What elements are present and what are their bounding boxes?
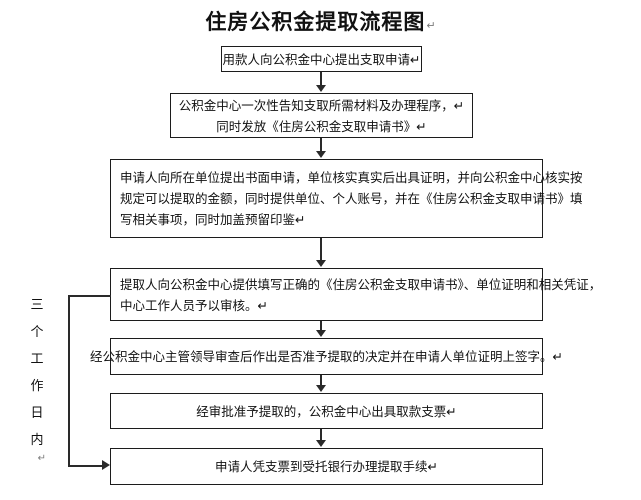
- flow-node-2-line-1: 公积金中心一次性告知支取所需材料及办理程序，↵: [178, 97, 465, 113]
- connector-2-3: [320, 138, 322, 152]
- flow-node-3-line-3: 写相关事项，同时加盖预留印鉴↵: [120, 212, 306, 227]
- arrow-down-icon: [316, 330, 326, 337]
- paragraph-mark-icon: ↵: [426, 19, 436, 32]
- arrow-down-icon: [316, 260, 326, 267]
- side-label-char-4: 作: [30, 379, 44, 394]
- flow-node-7: 申请人凭支票到受托银行办理提取手续↵: [110, 448, 543, 485]
- side-label-three-working-days: 三 个 工 作 日 内 ↵: [26, 292, 48, 464]
- page-title-text: 住房公积金提取流程图: [205, 10, 426, 34]
- connector-5-6: [320, 375, 322, 386]
- side-label-char-1: 三: [30, 298, 44, 313]
- arrow-down-icon: [316, 385, 326, 392]
- flow-node-3-line-1: 申请人向所在单位提出书面申请，单位核实真实后出具证明，并向公积金中心核实按: [120, 170, 583, 185]
- bracket-top-segment: [68, 295, 111, 297]
- page-title: 住房公积金提取流程图↵: [0, 6, 641, 36]
- flow-node-6-line-1: 经审批准予提取的，公积金中心出具取款支票↵: [196, 403, 457, 419]
- flow-node-4: 提取人向公积金中心提供填写正确的《住房公积金支取申请书》、单位证明和相关凭证， …: [110, 268, 601, 321]
- side-label-char-5: 日: [30, 406, 44, 421]
- flow-node-5-line-1: 经公积金中心主管领导审查后作出是否准予提取的决定并在申请人单位证明上签字。↵: [90, 349, 563, 364]
- flow-node-6: 经审批准予提取的，公积金中心出具取款支票↵: [110, 393, 543, 429]
- flow-node-7-line-1: 申请人凭支票到受托银行办理提取手续↵: [215, 459, 438, 474]
- flow-node-4-line-2: 中心工作人员予以审核。↵: [120, 297, 268, 313]
- connector-1-2: [320, 72, 322, 87]
- side-label-char-2: 个: [30, 325, 44, 340]
- arrow-down-icon: [316, 85, 326, 92]
- flow-node-1: 用款人向公积金中心提出支取申请↵: [221, 46, 422, 72]
- connector-6-7: [320, 429, 322, 441]
- bracket-bottom-segment: [68, 465, 104, 467]
- flow-node-4-line-1: 提取人向公积金中心提供填写正确的《住房公积金支取申请书》、单位证明和相关凭证，: [120, 276, 602, 292]
- arrow-down-icon: [316, 151, 326, 158]
- connector-4-5: [320, 321, 322, 331]
- flow-node-2: 公积金中心一次性告知支取所需材料及办理程序，↵ 同时发放《住房公积金支取申请书》…: [170, 93, 473, 138]
- side-label-char-6: 内: [30, 433, 44, 448]
- bracket-vertical-segment: [68, 295, 70, 466]
- flow-node-3: 申请人向所在单位提出书面申请，单位核实真实后出具证明，并向公积金中心核实按 规定…: [110, 159, 583, 238]
- flow-node-5: 经公积金中心主管领导审查后作出是否准予提取的决定并在申请人单位证明上签字。↵: [90, 338, 563, 375]
- paragraph-mark-icon: ↵: [37, 453, 46, 464]
- arrow-down-icon: [316, 440, 326, 447]
- connector-3-4: [320, 238, 322, 261]
- flow-node-3-line-2: 规定可以提取的金额，同时提供单位、个人账号，并在《住房公积金支取申请书》填: [120, 191, 583, 206]
- arrow-right-icon: [102, 460, 110, 470]
- flow-node-1-line-1: 用款人向公积金中心提出支取申请↵: [222, 51, 421, 67]
- flow-node-2-line-2: 同时发放《住房公积金支取申请书》↵: [216, 118, 427, 134]
- side-label-char-3: 工: [30, 352, 44, 367]
